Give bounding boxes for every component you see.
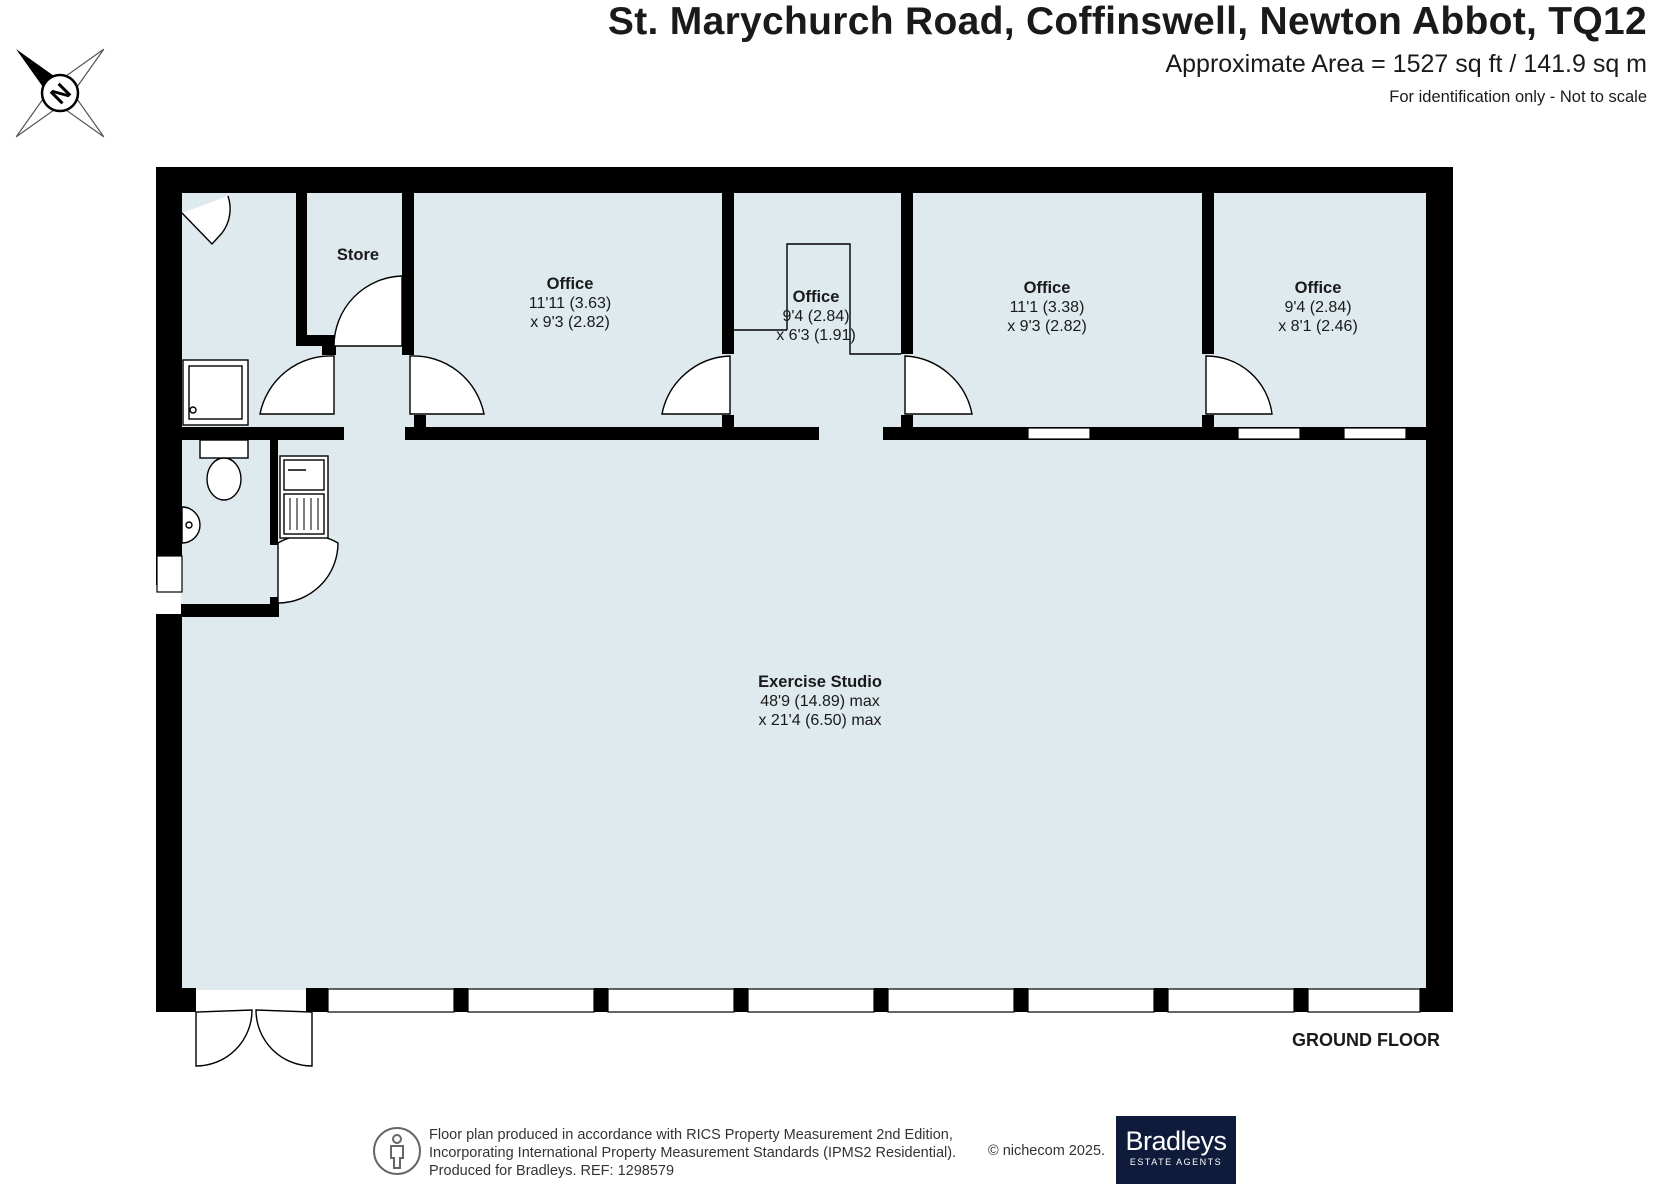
room-dims: x 8'1 (2.46)	[1278, 318, 1358, 335]
room-exercise-studio: Exercise Studio 48'9 (14.89) max x 21'4 …	[758, 673, 882, 730]
room-office-3: Office 11'1 (3.38) x 9'3 (2.82)	[1007, 279, 1087, 336]
footer-line: Floor plan produced in accordance with R…	[429, 1127, 953, 1143]
room-name: Office	[792, 288, 840, 306]
drainer-lines	[289, 498, 319, 530]
room-dims: 9'4 (2.84)	[1284, 299, 1352, 316]
compass-rose-icon: N	[15, 48, 105, 138]
bradleys-logo: Bradleys ESTATE AGENTS	[1116, 1116, 1236, 1184]
windows	[156, 427, 1421, 1013]
room-dims: 9'4 (2.84)	[782, 308, 850, 325]
room-name: Office	[1023, 279, 1071, 297]
room-office-1: Office 11'11 (3.63) x 9'3 (2.82)	[529, 275, 612, 332]
room-store: Store	[337, 246, 379, 265]
outer-walls	[156, 167, 1453, 1012]
room-dims: 11'11 (3.63)	[528, 295, 612, 312]
room-name: Store	[336, 246, 380, 264]
room-dims: x 6'3 (1.91)	[776, 327, 856, 344]
cupboard	[734, 243, 901, 355]
room-dims: x 21'4 (6.50) max	[758, 712, 882, 729]
footer-line: Produced for Bradleys. REF: 1298579	[429, 1163, 675, 1179]
plan-title: St. Marychurch Road, Coffinswell, Newton…	[607, 0, 1647, 43]
copyright: © nichecom 2025.	[988, 1143, 1106, 1159]
floor-plan	[156, 167, 1453, 1067]
identification-note: For identification only - Not to scale	[1389, 88, 1647, 106]
window-mullions	[454, 988, 1308, 1012]
room-dims: x 9'3 (2.82)	[1007, 318, 1087, 335]
room-dims: 48'9 (14.89) max	[760, 693, 880, 710]
door-swings	[181, 195, 1273, 1067]
room-dims: 11'1 (3.38)	[1009, 299, 1085, 316]
room-name: Office	[546, 275, 594, 293]
room-name: Exercise Studio	[758, 673, 882, 691]
footer-text: Floor plan produced in accordance with R…	[429, 1126, 956, 1180]
room-dims: x 9'3 (2.82)	[530, 314, 610, 331]
fixtures	[181, 359, 329, 544]
floor-label: GROUND FLOOR	[1292, 1030, 1440, 1050]
approximate-area: Approximate Area = 1527 sq ft / 141.9 sq…	[1165, 50, 1647, 78]
measurement-standard-icon	[373, 1127, 421, 1175]
footer-line: Incorporating International Property Mea…	[429, 1145, 957, 1161]
room-office-2: Office 9'4 (2.84) x 6'3 (1.91)	[776, 288, 856, 345]
logo-brand: Bradleys	[1125, 1126, 1227, 1156]
room-name: Office	[1294, 279, 1342, 297]
logo-subtitle: ESTATE AGENTS	[1129, 1157, 1223, 1167]
room-office-4: Office 9'4 (2.84) x 8'1 (2.46)	[1278, 279, 1358, 336]
